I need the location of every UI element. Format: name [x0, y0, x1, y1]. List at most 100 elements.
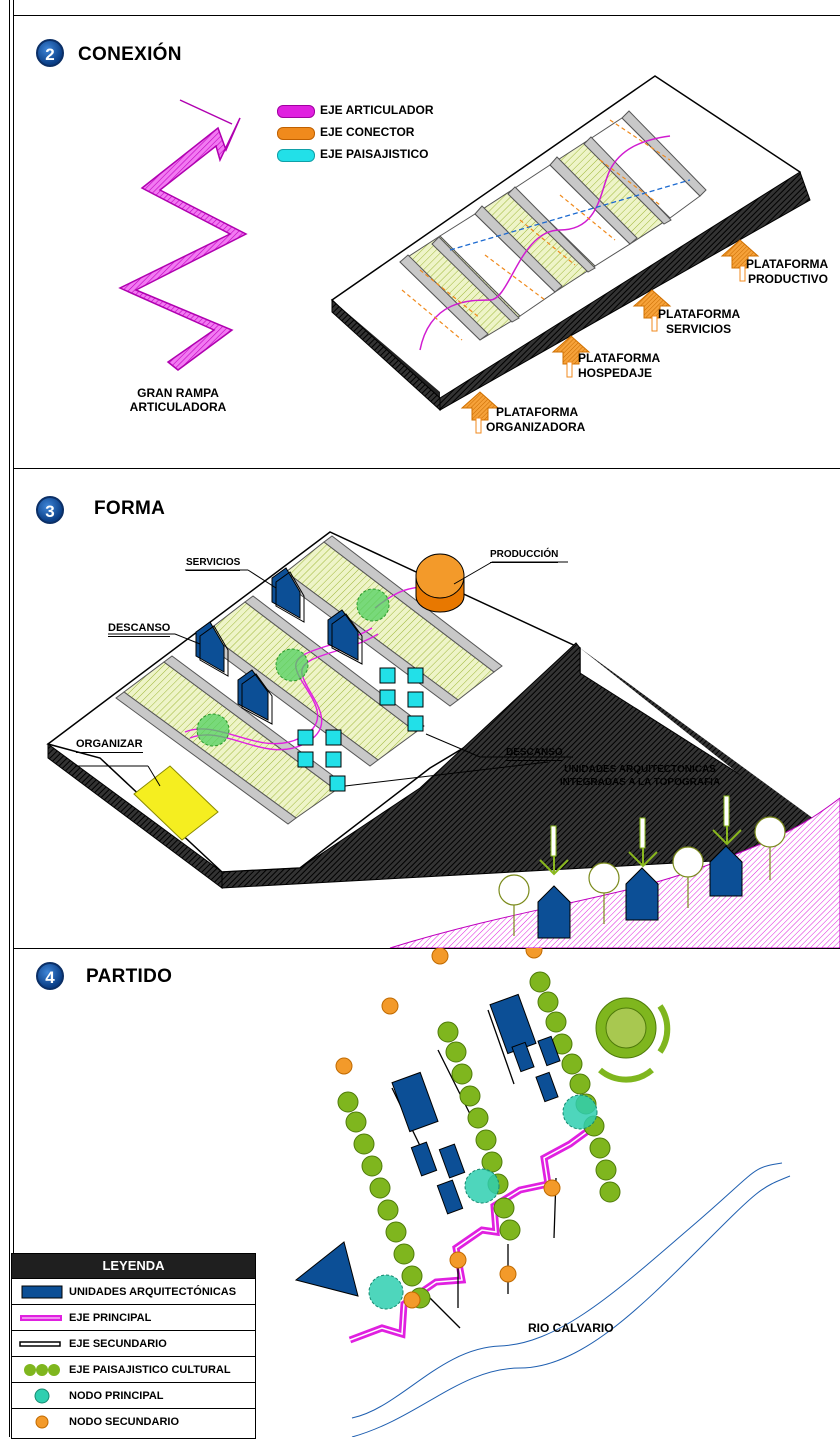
architectural-unit-icon [438, 1143, 466, 1179]
landscape-tree-icon [361, 1155, 383, 1177]
eje-paisajistico-swatch [277, 149, 315, 162]
landscape-tree-icon [545, 1011, 567, 1033]
plataforma-servicios-line2: SERVICIOS [666, 322, 732, 336]
architectural-unit-icon [489, 993, 537, 1055]
architectural-unit-icon [537, 1035, 561, 1067]
main-node-icon [464, 1168, 500, 1204]
legend-item-label: EJE PRINCIPAL [69, 1312, 152, 1324]
entry-triangle-icon [294, 1241, 359, 1297]
architectural-unit-icon [535, 1071, 559, 1103]
plataforma-hospedaje-line2: HOSPEDAJE [578, 366, 653, 380]
eje-articulador-swatch [277, 105, 315, 118]
landscape-tree-icon [599, 1181, 621, 1203]
architectural-unit-icon [391, 1071, 439, 1133]
eje-articulador-label: EJE ARTICULADOR [320, 103, 434, 117]
left-border-line-inner [13, 0, 14, 1437]
descanso-label-2: DESCANSO [506, 746, 563, 761]
secondary-node-icon [431, 948, 449, 965]
legend-title: LEYENDA [12, 1254, 255, 1278]
green-node-icons [196, 588, 390, 747]
legend-item-label: NODO SECUNDARIO [69, 1416, 180, 1428]
section-number-badge: 3 [36, 496, 64, 524]
legend-row: EJE SECUNDARIO [12, 1330, 255, 1357]
landscape-tree-icon [445, 1041, 467, 1063]
secondary-node-icon [525, 948, 543, 959]
left-border-line [9, 0, 10, 1437]
landscape-tree-icon [537, 991, 559, 1013]
legend-item-label: UNIDADES ARQUITECTÓNICAS [69, 1286, 237, 1298]
eje-conector-label: EJE CONECTOR [320, 125, 415, 139]
legend-row: EJE PAISAJISTICO CULTURAL [12, 1356, 255, 1383]
plataforma-productivo-line1: PLATAFORMA [746, 257, 829, 271]
landscape-tree-icon [467, 1107, 489, 1129]
landscape-tree-icon [377, 1199, 399, 1221]
secondary-axis-icon [19, 1341, 61, 1347]
eje-paisajistico-label: EJE PAISAJISTICO [320, 147, 429, 161]
river-label: RIO CALVARIO [528, 1321, 614, 1335]
landscape-tree-icon [437, 1021, 459, 1043]
panel-partido [14, 948, 840, 1438]
unidades-label-1: UNIDADES ARQUITECTONICAS [564, 764, 716, 775]
secondary-node-icon [449, 1251, 467, 1269]
conexion-drawing [118, 75, 811, 434]
river-lines [351, 1162, 791, 1437]
landscape-tree-icon [459, 1085, 481, 1107]
landscape-tree-icon [569, 1073, 591, 1095]
eje-conector-swatch [277, 127, 315, 140]
landscape-tree-icon [475, 1129, 497, 1151]
ramp-label-line1: GRAN RAMPA [137, 386, 219, 400]
architectural-unit-icon [511, 1041, 535, 1073]
architectural-unit-icon [21, 1285, 63, 1299]
plataforma-organizadora-line1: PLATAFORMA [496, 405, 579, 419]
plataforma-productivo-line2: PRODUCTIVO [748, 272, 829, 286]
production-circle-icon [595, 997, 671, 1083]
ramp-label-line2: ARTICULADORA [129, 400, 227, 414]
production-arc-icon [598, 1067, 654, 1083]
unidades-label-2: INTEGRADAS A LA TOPOGRAFIA [559, 777, 721, 788]
legend-row: NODO PRINCIPAL [12, 1382, 255, 1409]
landscape-tree-icon [393, 1243, 415, 1265]
landscape-tree-icon [401, 1265, 423, 1287]
section-number-badge: 2 [36, 39, 64, 67]
section-title-conexion: CONEXIÓN [78, 44, 182, 65]
landscape-tree-icon [451, 1063, 473, 1085]
legend-row: EJE PRINCIPAL [12, 1304, 255, 1331]
landscape-axis-icon [24, 1364, 60, 1376]
cyan-cube-icons [297, 667, 424, 792]
production-cylinder-icon [415, 553, 465, 613]
legend-item-label: EJE SECUNDARIO [69, 1338, 167, 1350]
forma-drawing [46, 531, 840, 948]
descanso-label-1: DESCANSO [108, 622, 171, 637]
production-core-icon [605, 1007, 647, 1049]
house-icons [537, 845, 743, 939]
organizar-pad-icon [133, 765, 219, 841]
section-title-partido: PARTIDO [86, 966, 173, 987]
secondary-node-icon [499, 1265, 517, 1283]
section-title-forma: FORMA [94, 498, 166, 519]
landscape-tree-icon [595, 1159, 617, 1181]
secondary-node-icon [35, 1415, 49, 1429]
organizar-label: ORGANIZAR [76, 738, 143, 753]
insertion-arrow-icons [539, 795, 742, 876]
plataforma-hospedaje-line1: PLATAFORMA [578, 351, 661, 365]
landscape-tree-icon [493, 1197, 515, 1219]
secondary-node-icon [335, 1057, 353, 1075]
main-node-icon [368, 1274, 404, 1310]
landscape-tree-icon [353, 1133, 375, 1155]
legend-item-label: NODO PRINCIPAL [69, 1390, 164, 1402]
main-axis-icon [20, 1315, 62, 1321]
secondary-node-icon [543, 1179, 561, 1197]
legend-item-label: EJE PAISAJISTICO CULTURAL [69, 1364, 231, 1376]
panel-conexion [14, 15, 840, 469]
blue-unit-icons [195, 567, 359, 721]
plataforma-organizadora-line2: ORGANIZADORA [486, 420, 586, 434]
architectural-unit-icon [410, 1141, 438, 1177]
production-arc-icon [657, 1004, 671, 1054]
architectural-unit-icon [436, 1179, 464, 1215]
panel-forma [14, 468, 840, 949]
secondary-node-icon [381, 997, 399, 1015]
landscape-tree-icon [529, 971, 551, 993]
landscape-tree-icon [499, 1219, 521, 1241]
ramp-zigzag-icon [118, 117, 248, 371]
